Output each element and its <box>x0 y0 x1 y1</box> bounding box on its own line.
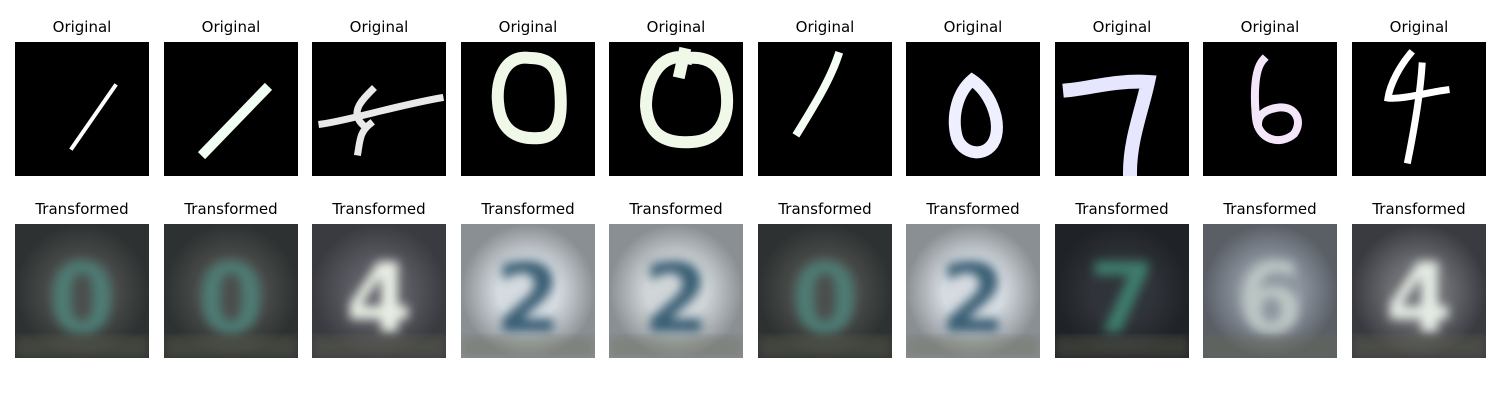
panel-title: Transformed <box>1075 200 1169 218</box>
digit-image <box>1055 42 1189 176</box>
transformed-image: 4 <box>1352 224 1486 358</box>
panel-title: Transformed <box>778 200 872 218</box>
panel-title: Transformed <box>332 200 426 218</box>
panel-title: Original <box>795 18 855 36</box>
panel-title: Transformed <box>1223 200 1317 218</box>
transformed-image: 6 <box>1203 224 1337 358</box>
digit-image <box>312 42 446 176</box>
panel-title: Transformed <box>35 200 129 218</box>
transformed-image: 0 <box>15 224 149 358</box>
transformed-image: 2 <box>906 224 1040 358</box>
transformed-image: 0 <box>164 224 298 358</box>
panel-title: Transformed <box>926 200 1020 218</box>
panel-title: Original <box>943 18 1003 36</box>
panel-title: Original <box>52 18 112 36</box>
panel-title: Original <box>1240 18 1300 36</box>
panel-title: Original <box>1389 18 1449 36</box>
digit-image <box>906 42 1040 176</box>
digit-image <box>1203 42 1337 176</box>
transformed-image: 2 <box>461 224 595 358</box>
panel-title: Transformed <box>184 200 278 218</box>
panel-title: Original <box>1092 18 1152 36</box>
panel-title: Original <box>349 18 409 36</box>
digit-image <box>461 42 595 176</box>
panel-title: Original <box>646 18 706 36</box>
digit-image <box>164 42 298 176</box>
transformed-image: 0 <box>758 224 892 358</box>
panel-title: Original <box>201 18 261 36</box>
panel-title: Transformed <box>629 200 723 218</box>
panel-title: Transformed <box>481 200 575 218</box>
digit-image <box>15 42 149 176</box>
panel-title: Transformed <box>1372 200 1466 218</box>
digit-image <box>609 42 743 176</box>
transformed-image: 7 <box>1055 224 1189 358</box>
digit-image <box>1352 42 1486 176</box>
transformed-image: 2 <box>609 224 743 358</box>
panel-title: Original <box>498 18 558 36</box>
digit-image <box>758 42 892 176</box>
transformed-image: 4 <box>312 224 446 358</box>
